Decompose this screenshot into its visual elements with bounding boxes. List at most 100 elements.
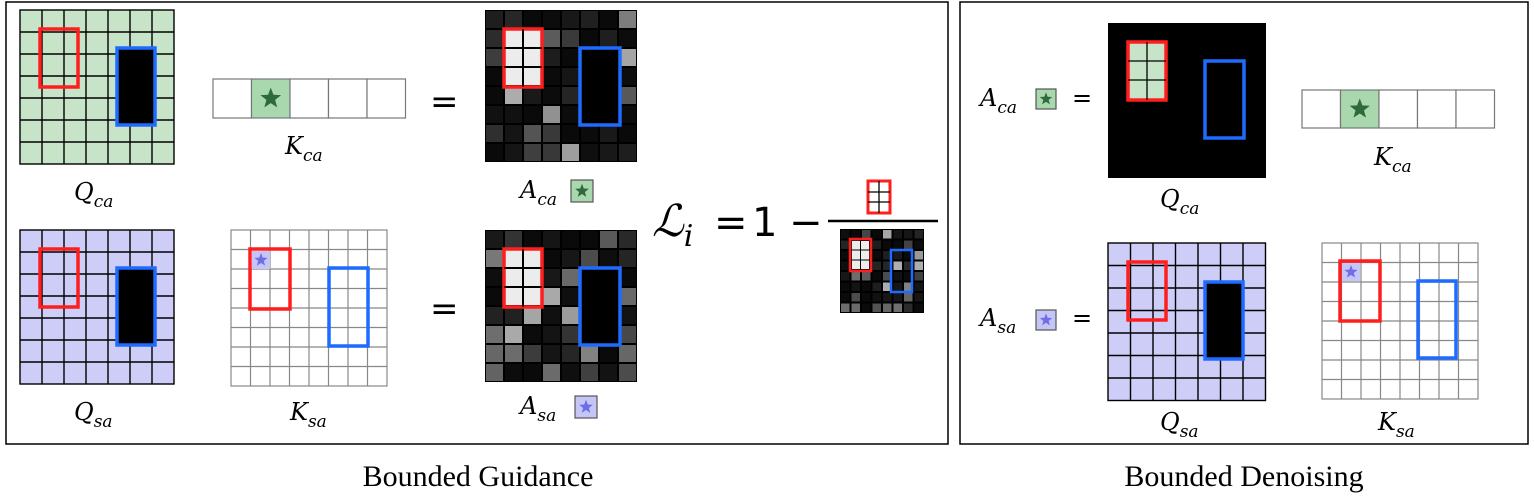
attn-cell (893, 230, 902, 239)
caption-bounded-guidance: Bounded Guidance (363, 460, 594, 493)
attn-cell (914, 240, 923, 249)
attn-cell (914, 261, 923, 270)
attn-cell (524, 11, 541, 28)
caption-bounded-denoising: Bounded Denoising (1124, 460, 1363, 493)
key-token (289, 78, 330, 119)
attn-cell (524, 364, 541, 381)
attn-cell (619, 87, 636, 104)
attn-cell (600, 144, 617, 161)
k-ca-token-row (212, 78, 407, 119)
attn-cell (619, 269, 636, 286)
bounded-denoising-content (1035, 23, 1496, 402)
attn-cell (505, 144, 522, 161)
key-token (212, 78, 253, 119)
q-sa-red-box (38, 247, 80, 309)
denoise-k-sa-blue-box (1416, 279, 1458, 360)
k-sa-red-box (248, 247, 292, 311)
loss-one: 1 (752, 200, 777, 246)
denoise-label-a-sa: Asa = (978, 304, 1092, 338)
attn-cell (543, 326, 560, 343)
attn-cell (841, 293, 850, 302)
attn-cell (524, 144, 541, 161)
denoise-a-sa-token-icon (1035, 309, 1057, 331)
attn-cell (619, 326, 636, 343)
attn-cell (851, 303, 860, 312)
attn-cell (872, 251, 881, 260)
attn-cell (872, 272, 881, 281)
star-icon (1039, 313, 1053, 326)
attn-cell-bright (505, 250, 522, 267)
attn-cell (486, 288, 503, 305)
attn-cell (581, 144, 598, 161)
attn-cell (883, 282, 892, 291)
attn-cell (486, 68, 503, 85)
attn-cell (862, 303, 871, 312)
a-ca-token-icon (570, 179, 594, 203)
loss-formula: ℒi = 1 − (652, 196, 938, 254)
attn-cell (841, 230, 850, 239)
attn-cell (893, 261, 902, 270)
attn-cell (600, 11, 617, 28)
attn-cell (862, 293, 871, 302)
attn-cell (862, 230, 871, 239)
attn-cell (562, 30, 579, 47)
den-red-box (848, 237, 873, 273)
attn-cell-bright (524, 30, 541, 47)
attn-cell (562, 345, 579, 362)
attn-cell (841, 251, 850, 260)
a-sa-blue-box (578, 266, 622, 347)
denoise-label-q-ca: Qca (1160, 185, 1199, 219)
denoise-a-ca-blue-box (1203, 59, 1246, 140)
denoise-label-q-sa: Qsa (1160, 408, 1199, 442)
equals-bottom: = (430, 289, 459, 329)
attn-cell (581, 30, 598, 47)
attn-cell (562, 364, 579, 381)
denoise-q-sa-red-box (1126, 260, 1168, 322)
attn-cell (543, 288, 560, 305)
attn-cell (883, 272, 892, 281)
svg-text:=: = (1072, 304, 1092, 332)
attn-cell (619, 307, 636, 324)
attn-cell (486, 250, 503, 267)
attn-cell (619, 288, 636, 305)
attn-cell (619, 49, 636, 66)
attn-cell (600, 364, 617, 381)
attn-cell (486, 231, 503, 248)
bounded-guidance-content (19, 9, 924, 419)
attn-cell (486, 364, 503, 381)
attn-cell (562, 68, 579, 85)
attn-cell-bright (524, 288, 541, 305)
label-q-sa: Qsa (74, 398, 113, 432)
attn-cell (562, 307, 579, 324)
attn-cell (883, 293, 892, 302)
attn-cell (872, 293, 881, 302)
loss-numerator (866, 179, 892, 215)
label-k-sa: Ksa (289, 398, 327, 432)
attn-cell (841, 272, 850, 281)
attn-cell (524, 326, 541, 343)
attn-cell (851, 272, 860, 281)
attn-cell (562, 326, 579, 343)
attn-cell-bright (524, 68, 541, 85)
star-icon (1349, 98, 1370, 118)
attn-cell-bright (505, 269, 522, 286)
attn-cell (904, 230, 913, 239)
attn-cell (619, 125, 636, 142)
attn-cell (619, 231, 636, 248)
star-icon (579, 399, 593, 413)
denoise-q-sa-blue-box (1203, 280, 1245, 361)
svg-text:Asa: Asa (978, 304, 1016, 338)
denoise-a-ca-token-icon (1035, 88, 1057, 110)
label-k-ca: Kca (284, 132, 323, 166)
attn-cell (893, 293, 902, 302)
key-token (327, 78, 368, 119)
attn-cell (600, 345, 617, 362)
attn-cell-bright (505, 288, 522, 305)
attn-cell (851, 293, 860, 302)
key-token (1416, 89, 1457, 129)
denoise-k-ca-token-row (1301, 89, 1496, 129)
attn-cell (486, 125, 503, 142)
attn-cell (543, 125, 560, 142)
attn-cell (904, 251, 913, 260)
